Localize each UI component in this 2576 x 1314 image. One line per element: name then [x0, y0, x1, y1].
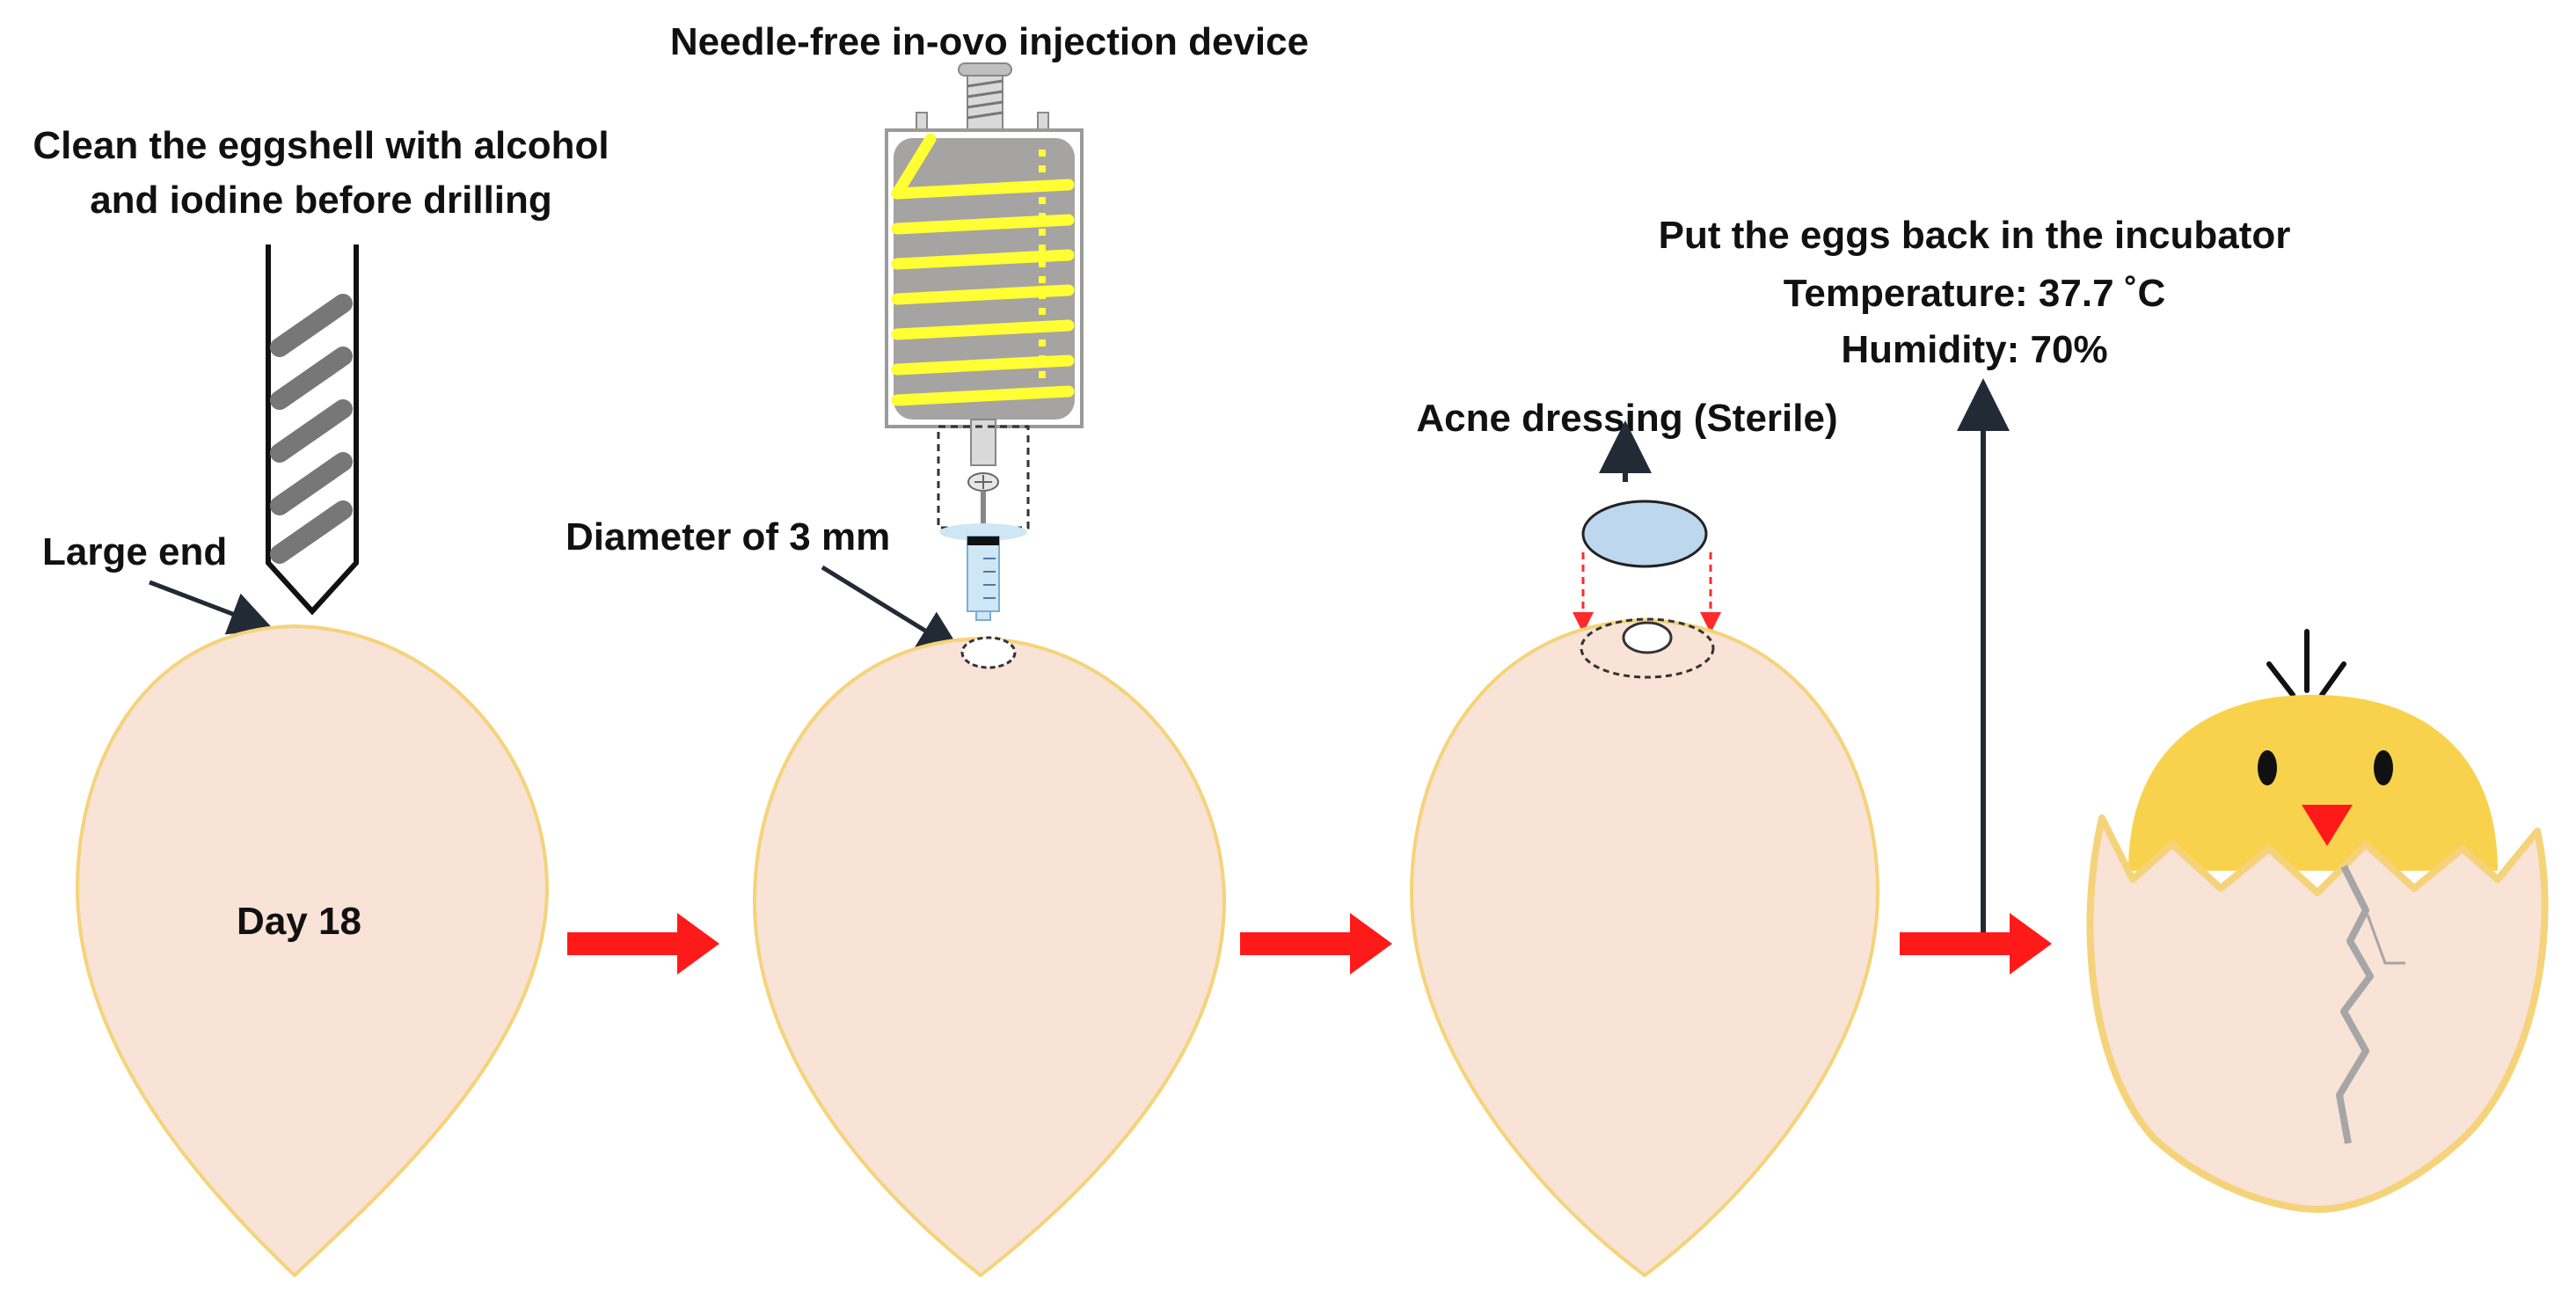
step-injection: Needle-free in-ovo injection device — [566, 20, 1309, 1278]
injection-device-icon — [885, 62, 1084, 621]
drill-hole — [960, 636, 1017, 669]
egg-icon — [1409, 617, 1880, 1278]
incubation-line2: Temperature: 37.7 ˚C — [1784, 272, 2165, 315]
incubation-line3: Humidity: 70% — [1841, 328, 2107, 371]
diameter-pointer — [821, 565, 963, 654]
process-arrow-icon — [567, 913, 719, 975]
step-dressing: Acne dressing (Sterile) — [1409, 397, 1880, 1278]
large-end-label: Large end — [42, 530, 227, 573]
incubation-line1: Put the eggs back in the incubator — [1659, 214, 2291, 257]
sealed-hole — [1622, 621, 1673, 654]
step-drilling: Clean the eggshell with alcohol and iodi… — [33, 124, 609, 1278]
egg-icon — [75, 624, 550, 1278]
device-label: Needle-free in-ovo injection device — [670, 20, 1309, 63]
diameter-label: Diameter of 3 mm — [566, 515, 890, 558]
dressing-label: Acne dressing (Sterile) — [1416, 397, 1837, 440]
step-incubation: Put the eggs back in the incubator Tempe… — [1659, 214, 2291, 932]
process-arrow-icon — [1900, 913, 2052, 975]
day-label: Day 18 — [237, 900, 361, 943]
drill-bit-icon — [266, 245, 359, 616]
drilling-instruction-line2: and iodine before drilling — [90, 179, 552, 222]
dressing-outline — [1580, 617, 1715, 679]
egg-icon — [752, 636, 1227, 1278]
large-end-pointer — [149, 580, 274, 635]
chick-icon — [2086, 629, 2549, 1213]
drilling-instruction-line1: Clean the eggshell with alcohol — [33, 124, 609, 167]
process-arrow-icon — [1240, 913, 1392, 975]
dressing-pad-icon — [1581, 500, 1708, 568]
